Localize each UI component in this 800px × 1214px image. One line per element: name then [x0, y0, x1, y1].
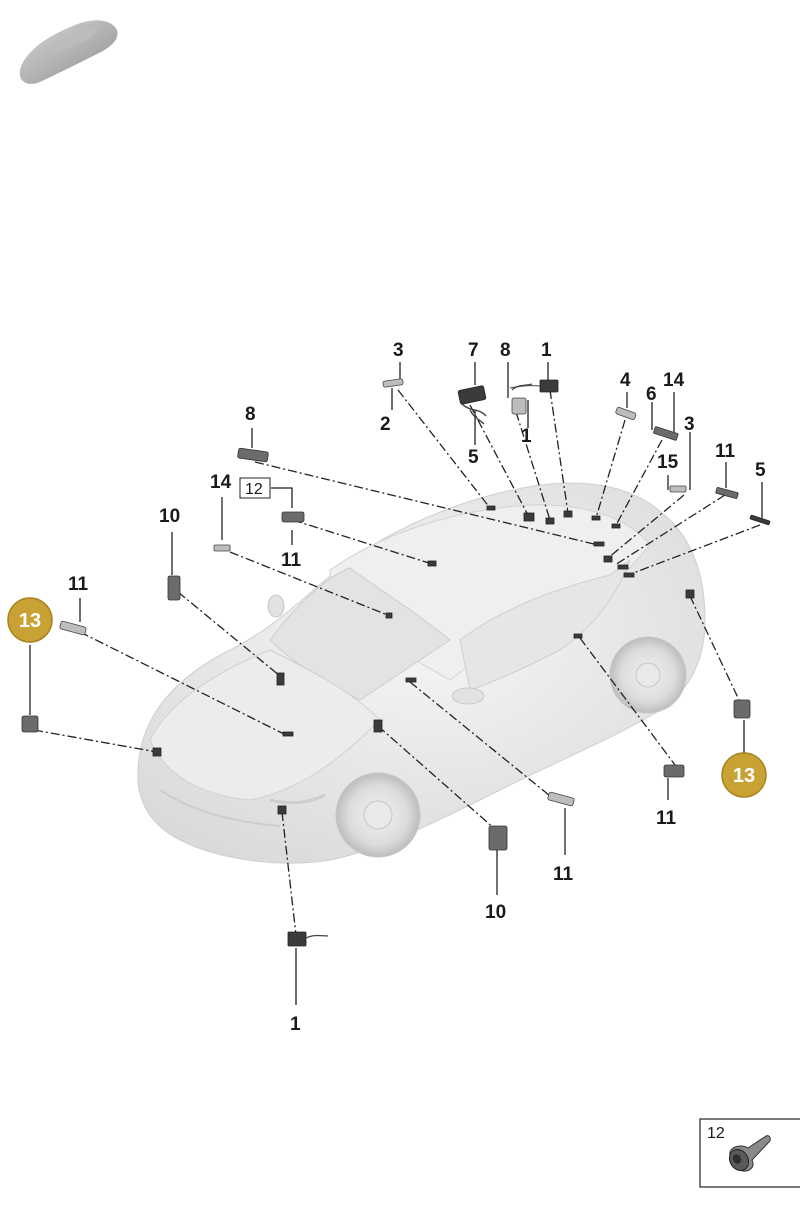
callout-stems — [29, 362, 763, 1005]
component-cable-5 — [461, 403, 487, 425]
component-harness-8 — [511, 397, 527, 415]
callout-label: 11 — [281, 550, 302, 571]
callout-label: 4 — [620, 370, 631, 391]
callout-label: 1 — [541, 340, 552, 361]
callout-label: 5 — [468, 447, 479, 468]
callout-label: 8 — [245, 404, 256, 425]
badge-13-left: 13 — [7, 597, 53, 643]
callout-label: 8 — [500, 340, 511, 361]
callout-label: 7 — [468, 340, 479, 361]
callout-label: 10 — [159, 506, 180, 527]
car-silhouette-icon — [19, 20, 118, 84]
screw-icon — [728, 1135, 771, 1172]
callout-labels: 3 2 7 8 1 1 5 4 14 6 3 15 11 5 8 14 12 1… — [68, 340, 766, 1035]
component-strip-5 — [749, 514, 771, 526]
component-module-10-rear — [488, 825, 508, 851]
svg-text:12: 12 — [707, 1125, 725, 1142]
callout-label: 14 — [210, 472, 232, 493]
callout-label: 10 — [485, 902, 506, 923]
component-antenna-11-roof — [281, 511, 305, 523]
component-module-13-left — [21, 715, 39, 733]
svg-text:13: 13 — [19, 610, 41, 632]
badge-13-right: 13 — [721, 752, 767, 798]
callout-label: 11 — [68, 574, 89, 595]
leader-lines — [33, 389, 761, 936]
svg-text:12: 12 — [245, 481, 263, 498]
callout-label: 6 — [646, 384, 657, 405]
component-module-13-right — [733, 699, 751, 719]
component-bracket-6-14 — [653, 426, 679, 441]
detail-box-12: 12 — [699, 1118, 800, 1188]
component-antenna-11-sill — [663, 764, 685, 778]
svg-text:13: 13 — [733, 765, 755, 787]
component-antenna-3 — [382, 378, 404, 388]
component-pad-14 — [213, 544, 231, 552]
callout-label: 14 — [663, 370, 685, 391]
component-sensor-4 — [615, 406, 637, 421]
callout-label: 11 — [715, 441, 736, 462]
component-module-10-front — [167, 575, 181, 601]
callout-label: 5 — [755, 460, 766, 481]
component-clip-15 — [669, 485, 687, 493]
callout-label: 1 — [290, 1014, 301, 1035]
callout-label: 3 — [684, 414, 695, 435]
callout-label: 11 — [656, 808, 677, 829]
component-antenna-11-door — [547, 791, 575, 807]
callout-label: 2 — [380, 414, 391, 435]
callout-label: 15 — [657, 452, 679, 473]
component-module-1 — [539, 379, 559, 393]
callout-label: 3 — [393, 340, 404, 361]
components — [21, 378, 771, 947]
component-antenna-11-rear — [715, 487, 739, 499]
component-module-7 — [457, 385, 487, 405]
callout-label: 1 — [521, 426, 532, 447]
callout-label: 11 — [553, 864, 574, 885]
component-antenna-11-left — [59, 620, 87, 636]
vehicle-body — [137, 482, 706, 864]
component-bracket-8 — [237, 447, 269, 463]
callout-box-12: 12 — [239, 477, 271, 499]
component-module-1-front — [287, 931, 307, 947]
